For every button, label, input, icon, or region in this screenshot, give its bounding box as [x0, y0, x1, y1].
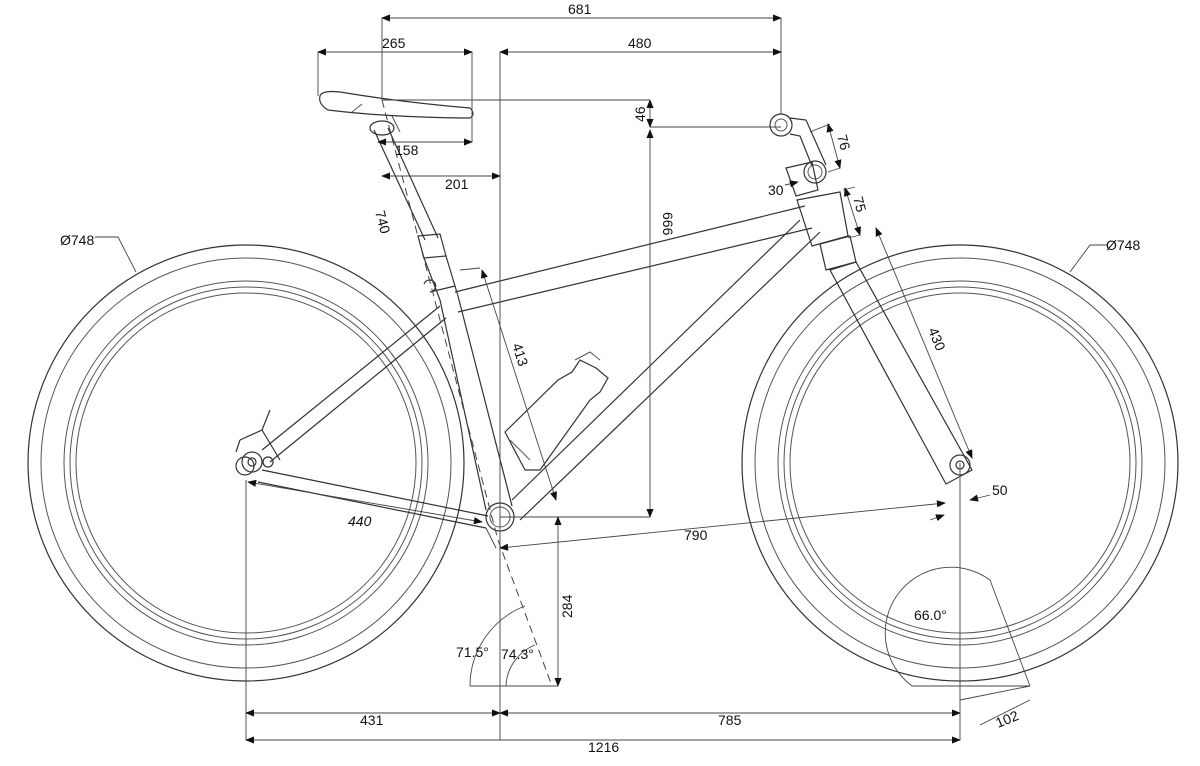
label-430: 430	[925, 325, 949, 353]
label-790: 790	[684, 527, 708, 543]
label-431: 431	[360, 712, 384, 728]
label-480: 480	[628, 35, 652, 51]
label-265: 265	[382, 35, 406, 51]
label-102: 102	[993, 707, 1021, 731]
label-75: 75	[850, 195, 870, 214]
label-46: 46	[632, 106, 648, 122]
label-740: 740	[372, 209, 394, 236]
frame	[235, 191, 973, 532]
label-seat-angle-effective: 74.3°	[501, 646, 534, 662]
label-30: 30	[768, 182, 784, 198]
dimension-lines	[95, 14, 1108, 744]
label-158: 158	[395, 142, 419, 158]
water-bottle	[504, 351, 609, 471]
label-785: 785	[718, 712, 742, 728]
label-1216: 1216	[588, 739, 619, 755]
label-rear-wheel-diameter: Ø748	[60, 232, 94, 248]
label-666: 666	[660, 212, 676, 236]
label-440: 440	[348, 513, 372, 529]
label-front-wheel-diameter: Ø748	[1106, 237, 1140, 253]
label-201: 201	[445, 176, 469, 192]
seat-axis-line	[381, 99, 553, 687]
label-seat-angle-actual: 71.5°	[456, 644, 489, 660]
dimension-labels: Ø748 Ø748 681 265 480 158 201 46 666 76 …	[60, 1, 1140, 755]
label-681: 681	[568, 1, 592, 17]
label-284: 284	[559, 594, 575, 618]
label-50: 50	[992, 482, 1008, 498]
label-head-angle: 66.0°	[914, 607, 947, 623]
seatpost-saddle	[319, 90, 474, 301]
label-413: 413	[509, 341, 532, 368]
label-76: 76	[834, 133, 854, 152]
